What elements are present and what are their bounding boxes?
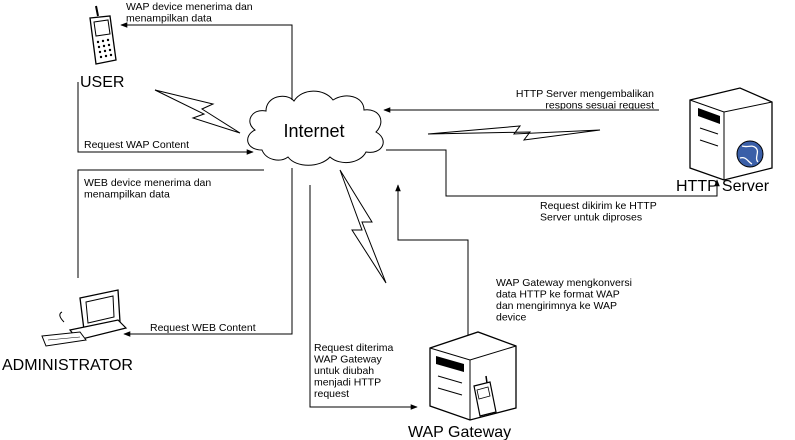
phone-icon <box>473 375 497 417</box>
label-line: menjadi HTTP <box>314 377 381 389</box>
label-line: Request WAP Content <box>84 139 189 151</box>
label-line: dan mengirimnya ke WAP <box>496 300 617 312</box>
arrow-web-receive <box>77 169 264 278</box>
lightning-icon <box>339 169 387 284</box>
cloud-icon <box>247 90 384 166</box>
label-line: Request WEB Content <box>150 322 256 334</box>
label-line: untuk diubah <box>314 365 374 377</box>
lightning-icon <box>427 125 601 141</box>
label-line: respons sesuai request <box>545 100 654 112</box>
user-label: USER <box>80 74 124 91</box>
computer-icon <box>41 289 128 347</box>
label-line: HTTP Server mengembalikan <box>516 88 654 100</box>
administrator-label: ADMINISTRATOR <box>2 357 133 374</box>
lightning-icon <box>154 89 241 134</box>
arrow-gateway-convert <box>395 184 469 338</box>
label-line: WAP Gateway mengkonversi <box>496 277 632 289</box>
label-request-web: Request WEB Content <box>150 322 256 334</box>
label-line: menampilkan data <box>84 189 170 201</box>
arrow-request-wap <box>77 82 254 155</box>
internet-label: Internet <box>283 121 344 141</box>
label-line: WAP device menerima dan <box>126 1 253 13</box>
http-server-label: HTTP Server <box>676 178 770 195</box>
label-line: WEB device menerima dan <box>84 177 211 189</box>
label-line: request <box>314 388 349 400</box>
label-line: device <box>496 312 527 324</box>
label-line: menampilkan data <box>126 13 212 25</box>
arrow-request-received <box>309 185 418 410</box>
phone-icon <box>89 5 117 65</box>
wap-gateway-label: WAP Gateway <box>408 424 511 440</box>
server-icon <box>689 87 773 181</box>
arrow-request-web <box>123 168 293 337</box>
arrow-request-sent <box>386 149 720 197</box>
label-line: Request dikirim ke HTTP <box>540 200 657 212</box>
label-line: data HTTP ke format WAP <box>496 289 620 301</box>
label-line: Request diterima <box>314 342 394 354</box>
label-request-wap: Request WAP Content <box>84 139 189 151</box>
label-line: WAP Gateway <box>314 354 382 366</box>
label-line: Server untuk diproses <box>540 212 642 224</box>
gateway-server-icon <box>429 331 517 421</box>
arrow-wap-receive <box>120 22 293 100</box>
